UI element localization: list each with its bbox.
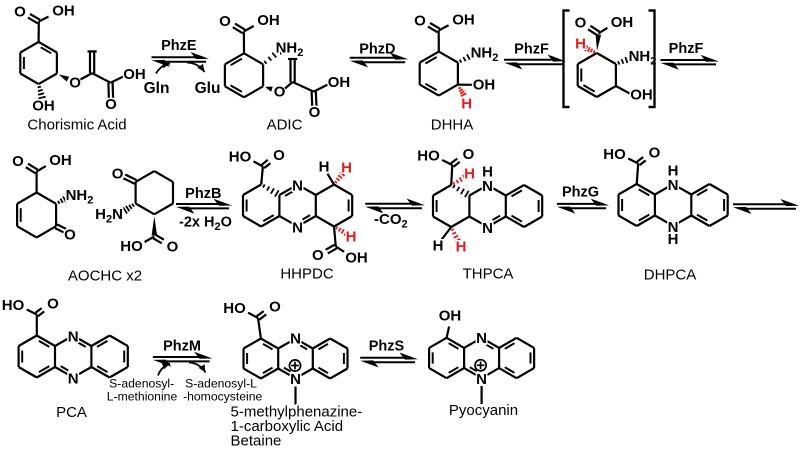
svg-text:THPCA: THPCA [463,266,514,283]
svg-text:S-adenosyl-L: S-adenosyl-L [185,377,257,391]
svg-text:-CO2: -CO2 [374,211,408,231]
svg-text:H: H [341,160,352,177]
svg-text:O: O [12,153,24,170]
svg-text:OH: OH [257,12,280,29]
svg-text:HO: HO [223,300,246,317]
svg-text:O: O [105,96,117,113]
svg-text:PhzF: PhzF [669,41,704,57]
svg-text:N: N [68,329,79,346]
svg-text:N: N [292,178,303,195]
svg-text:H: H [482,164,493,181]
svg-text:H: H [668,163,679,180]
svg-text:OH: OH [345,250,368,267]
svg-text:N: N [482,220,493,237]
svg-text:H: H [461,96,472,113]
svg-text:O: O [273,147,285,164]
svg-text:O: O [167,239,179,256]
svg-text:O: O [312,247,324,264]
svg-text:N: N [290,371,301,388]
svg-text:O: O [649,145,661,162]
svg-text:O: O [309,104,321,121]
svg-text:O: O [112,165,124,182]
svg-text:OH: OH [49,152,72,169]
svg-text:HO: HO [229,149,252,166]
svg-text:O: O [274,84,286,101]
svg-text:DHPCA: DHPCA [644,267,697,284]
svg-text:DHHA: DHHA [431,117,474,134]
svg-text:HO: HO [120,238,143,255]
svg-text:N: N [668,219,679,236]
svg-text:H: H [575,36,586,53]
svg-text:O: O [64,227,76,244]
svg-text:OH: OH [473,77,496,94]
svg-text:OH: OH [32,98,55,115]
svg-text:Pyocyanin: Pyocyanin [449,402,518,419]
svg-text:O: O [14,4,26,21]
svg-text:L-methionine: L-methionine [107,390,178,404]
svg-text:NH2: NH2 [629,48,657,68]
svg-text:O: O [47,296,59,313]
svg-text:OH: OH [452,12,475,29]
svg-text:O: O [69,75,81,92]
svg-text:H: H [346,229,357,246]
svg-text:O: O [575,15,587,32]
svg-text:O: O [219,13,231,30]
svg-text:PCA: PCA [56,404,87,421]
svg-text:OH: OH [611,14,634,31]
svg-text:PhzF: PhzF [514,42,549,58]
svg-text:1-carboxylic Acid: 1-carboxylic Acid [231,418,344,435]
svg-text:ADIC: ADIC [267,117,303,134]
svg-text:N: N [476,330,487,347]
svg-text:S-adenosyl-: S-adenosyl- [109,377,174,391]
svg-text:N: N [476,371,487,388]
svg-text:HO: HO [417,148,440,165]
svg-text:PhzS: PhzS [369,339,405,355]
svg-text:HO: HO [2,297,25,314]
svg-text:O: O [269,299,281,316]
svg-text:OH: OH [52,3,75,20]
svg-text:OH: OH [439,308,462,325]
svg-text:O: O [414,13,426,30]
svg-text:PhzG: PhzG [562,185,599,201]
svg-text:-2x H2O: -2x H2O [179,215,232,234]
svg-text:Betaine: Betaine [231,433,282,450]
svg-text:PhzD: PhzD [359,42,395,58]
svg-text:H: H [319,159,330,176]
svg-text:H2N: H2N [95,206,123,226]
svg-text:OH: OH [123,66,146,83]
svg-text:NH2: NH2 [66,187,94,207]
svg-text:N: N [68,371,79,388]
svg-text:PhzB: PhzB [185,186,221,202]
svg-text:NH2: NH2 [276,40,304,60]
svg-text:HHPDC: HHPDC [280,266,334,283]
svg-text:N: N [668,177,679,194]
svg-text:OH: OH [630,87,653,104]
svg-text:O: O [463,146,475,163]
svg-text:Glu: Glu [195,80,221,97]
svg-text:-homocysteine: -homocysteine [183,390,262,404]
svg-text:PhzM: PhzM [163,339,201,355]
svg-text:H: H [464,166,475,183]
svg-text:5-methylphenazine-: 5-methylphenazine- [231,404,363,421]
svg-text:AOCHC x2: AOCHC x2 [68,268,142,285]
svg-text:H: H [456,239,467,256]
svg-text:OH: OH [328,74,351,91]
svg-text:H: H [668,231,679,248]
svg-text:PhzE: PhzE [161,38,197,54]
svg-text:N: N [482,178,493,195]
svg-text:NH2: NH2 [471,45,499,65]
svg-text:N: N [292,220,303,237]
svg-text:HO: HO [603,146,626,163]
svg-text:N: N [290,331,301,348]
svg-text:Chorismic Acid: Chorismic Acid [27,117,126,134]
svg-text:H: H [433,238,444,255]
svg-text:Gln: Gln [144,80,170,97]
